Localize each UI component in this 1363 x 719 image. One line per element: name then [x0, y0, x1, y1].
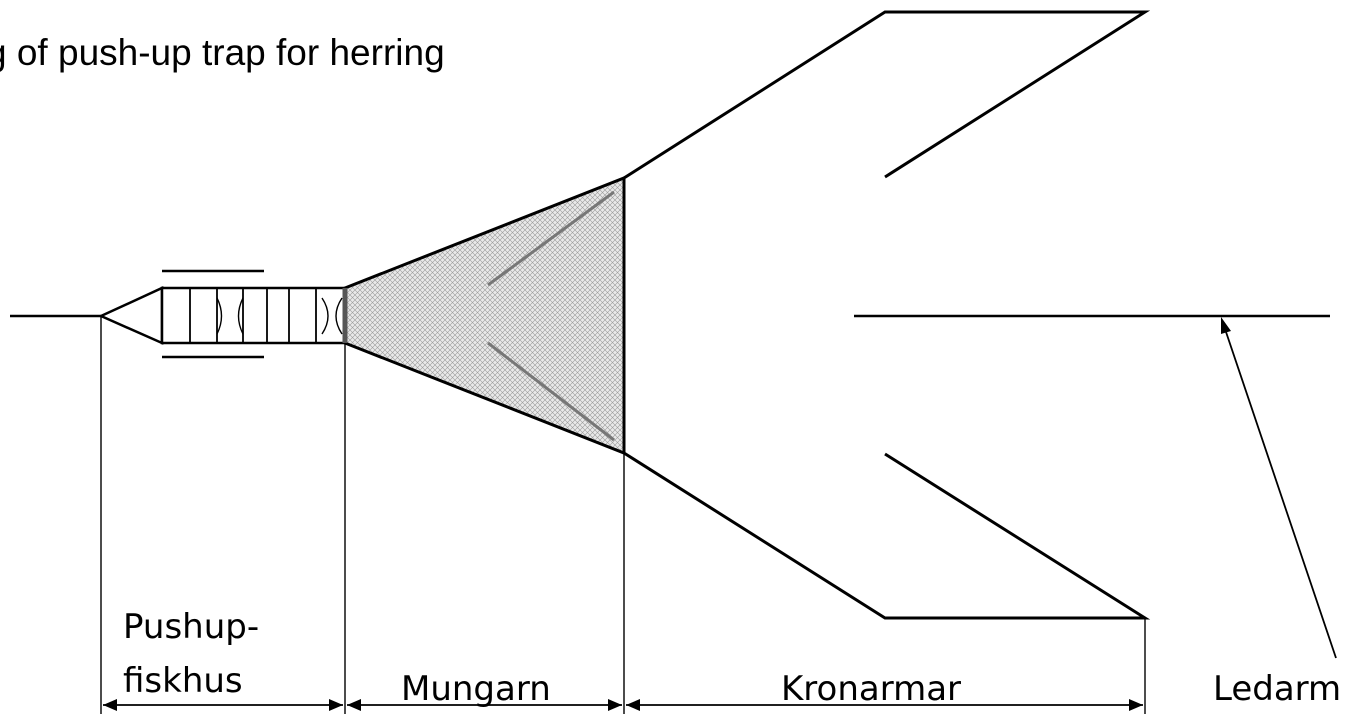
dimension-arrow-kronarmar — [626, 699, 1143, 711]
ledarm-pointer-arrow — [1221, 317, 1337, 659]
funnel-inner-upper — [487, 190, 615, 287]
label-pushup-line2: fiskhus — [123, 661, 243, 701]
label-mungarn: Mungarn — [401, 669, 551, 709]
dimension-arrow-mungarn — [347, 699, 622, 711]
dimension-arrow-pushup — [103, 699, 343, 711]
diagram-title: g of push-up trap for herring — [0, 32, 445, 73]
crown-arm-lower — [623, 451, 1151, 620]
mungarn-funnel — [343, 175, 626, 456]
crown-arm-upper — [623, 10, 1151, 180]
funnel-inner-lower — [487, 341, 615, 442]
label-kronarmar: Kronarmar — [781, 669, 961, 709]
label-pushup-line1: Pushup- — [123, 607, 259, 647]
label-ledarm: Ledarm — [1213, 669, 1341, 709]
pushup-fish-house — [160, 286, 347, 345]
tip-cone — [97, 286, 164, 345]
